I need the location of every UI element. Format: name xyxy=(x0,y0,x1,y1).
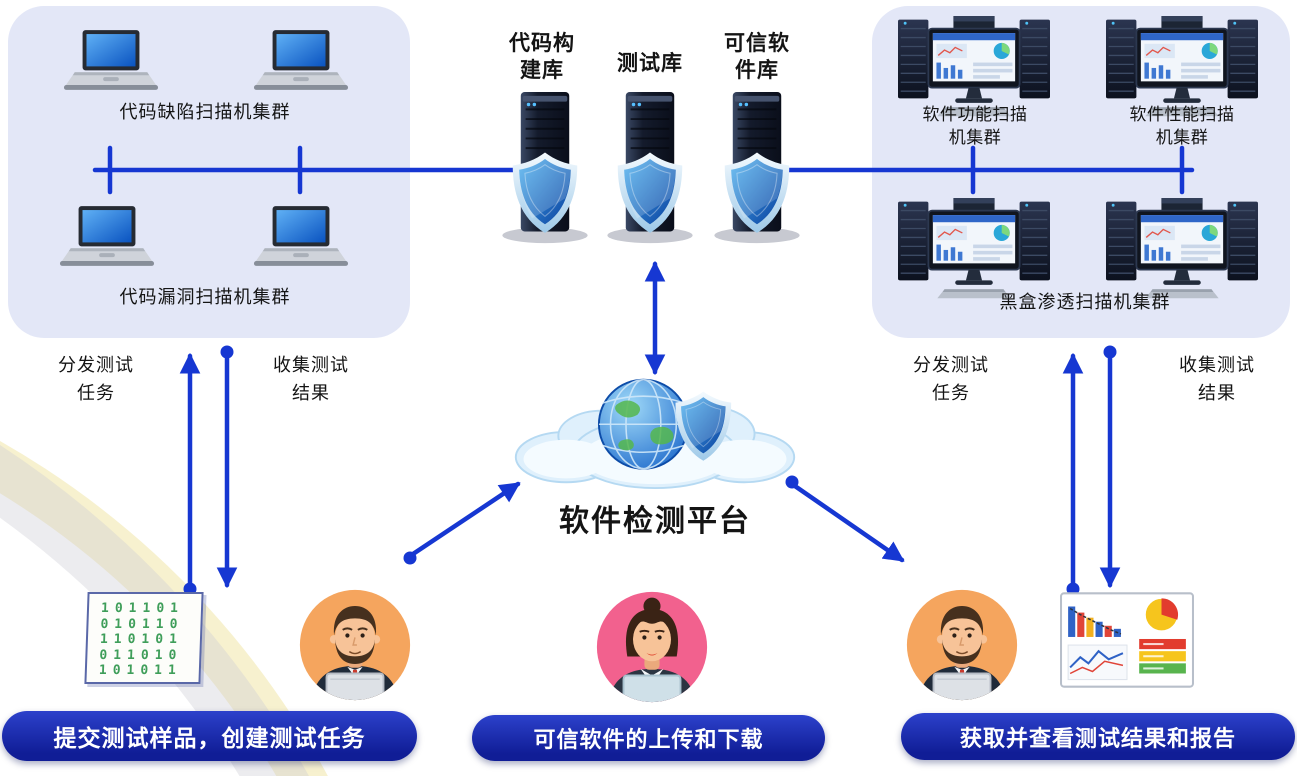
uploader-avatar xyxy=(595,590,709,704)
trusted-repo-label: 可信软件库 xyxy=(724,32,790,83)
laptop-icon xyxy=(252,206,350,269)
arrow-end-dot xyxy=(1103,345,1117,359)
submit-to-platform-arrow xyxy=(407,481,521,559)
left-collect-results-label: 收集测试结果 xyxy=(273,355,349,403)
vulnerability-scanner-cluster-label: 代码漏洞扫描机集群 xyxy=(119,287,291,307)
platform-title: 软件检测平台 xyxy=(559,505,751,538)
arrow-end-dot xyxy=(220,345,234,359)
blackbox-scanner-cluster-label: 黑盒渗透扫描机集群 xyxy=(999,292,1171,312)
right-distribute-tasks-label: 分发测试任务 xyxy=(913,355,989,403)
performance-scanner-cluster-label: 软件性能扫描机集群 xyxy=(1129,105,1235,147)
caption-view-results: 获取并查看测试结果和报告 xyxy=(901,713,1295,760)
laptop-icon xyxy=(252,30,350,93)
binary-row: 110101 xyxy=(99,632,184,647)
binary-row: 010110 xyxy=(100,616,184,632)
trusted-repo-server-icon xyxy=(707,90,807,245)
binary-row: 011010 xyxy=(99,647,183,663)
laptop-icon xyxy=(62,30,160,93)
test-repo-label: 测试库 xyxy=(617,52,683,75)
defect-scanner-cluster-label: 代码缺陷扫描机集群 xyxy=(119,102,291,122)
binary-row: 101101 xyxy=(100,601,185,616)
arrow-end-dot xyxy=(403,551,417,565)
build-repo-label: 代码构建库 xyxy=(509,32,575,83)
test-report-icon xyxy=(1060,592,1194,688)
function-scanner-cluster-label: 软件功能扫描机集群 xyxy=(922,105,1028,147)
scanner-workstation-icon xyxy=(1106,198,1258,301)
reviewer-avatar xyxy=(905,588,1019,702)
test-repo-server-icon xyxy=(600,90,700,245)
right-collect-results-label: 收集测试结果 xyxy=(1179,355,1255,403)
tester-avatar xyxy=(298,588,412,702)
platform-to-results-arrow xyxy=(789,481,905,563)
caption-submit-tasks: 提交测试样品，创建测试任务 xyxy=(2,711,417,761)
binary-code-sample-icon: 101101 010110 110101 011010 101011 xyxy=(84,592,204,684)
cloud-platform-icon xyxy=(510,368,800,494)
laptop-icon xyxy=(58,206,156,269)
binary-row: 101011 xyxy=(98,663,183,678)
build-repo-server-icon xyxy=(495,90,595,245)
left-distribute-tasks-label: 分发测试任务 xyxy=(58,355,134,403)
caption-upload-download: 可信软件的上传和下载 xyxy=(472,715,825,761)
scanner-workstation-icon xyxy=(898,198,1050,301)
